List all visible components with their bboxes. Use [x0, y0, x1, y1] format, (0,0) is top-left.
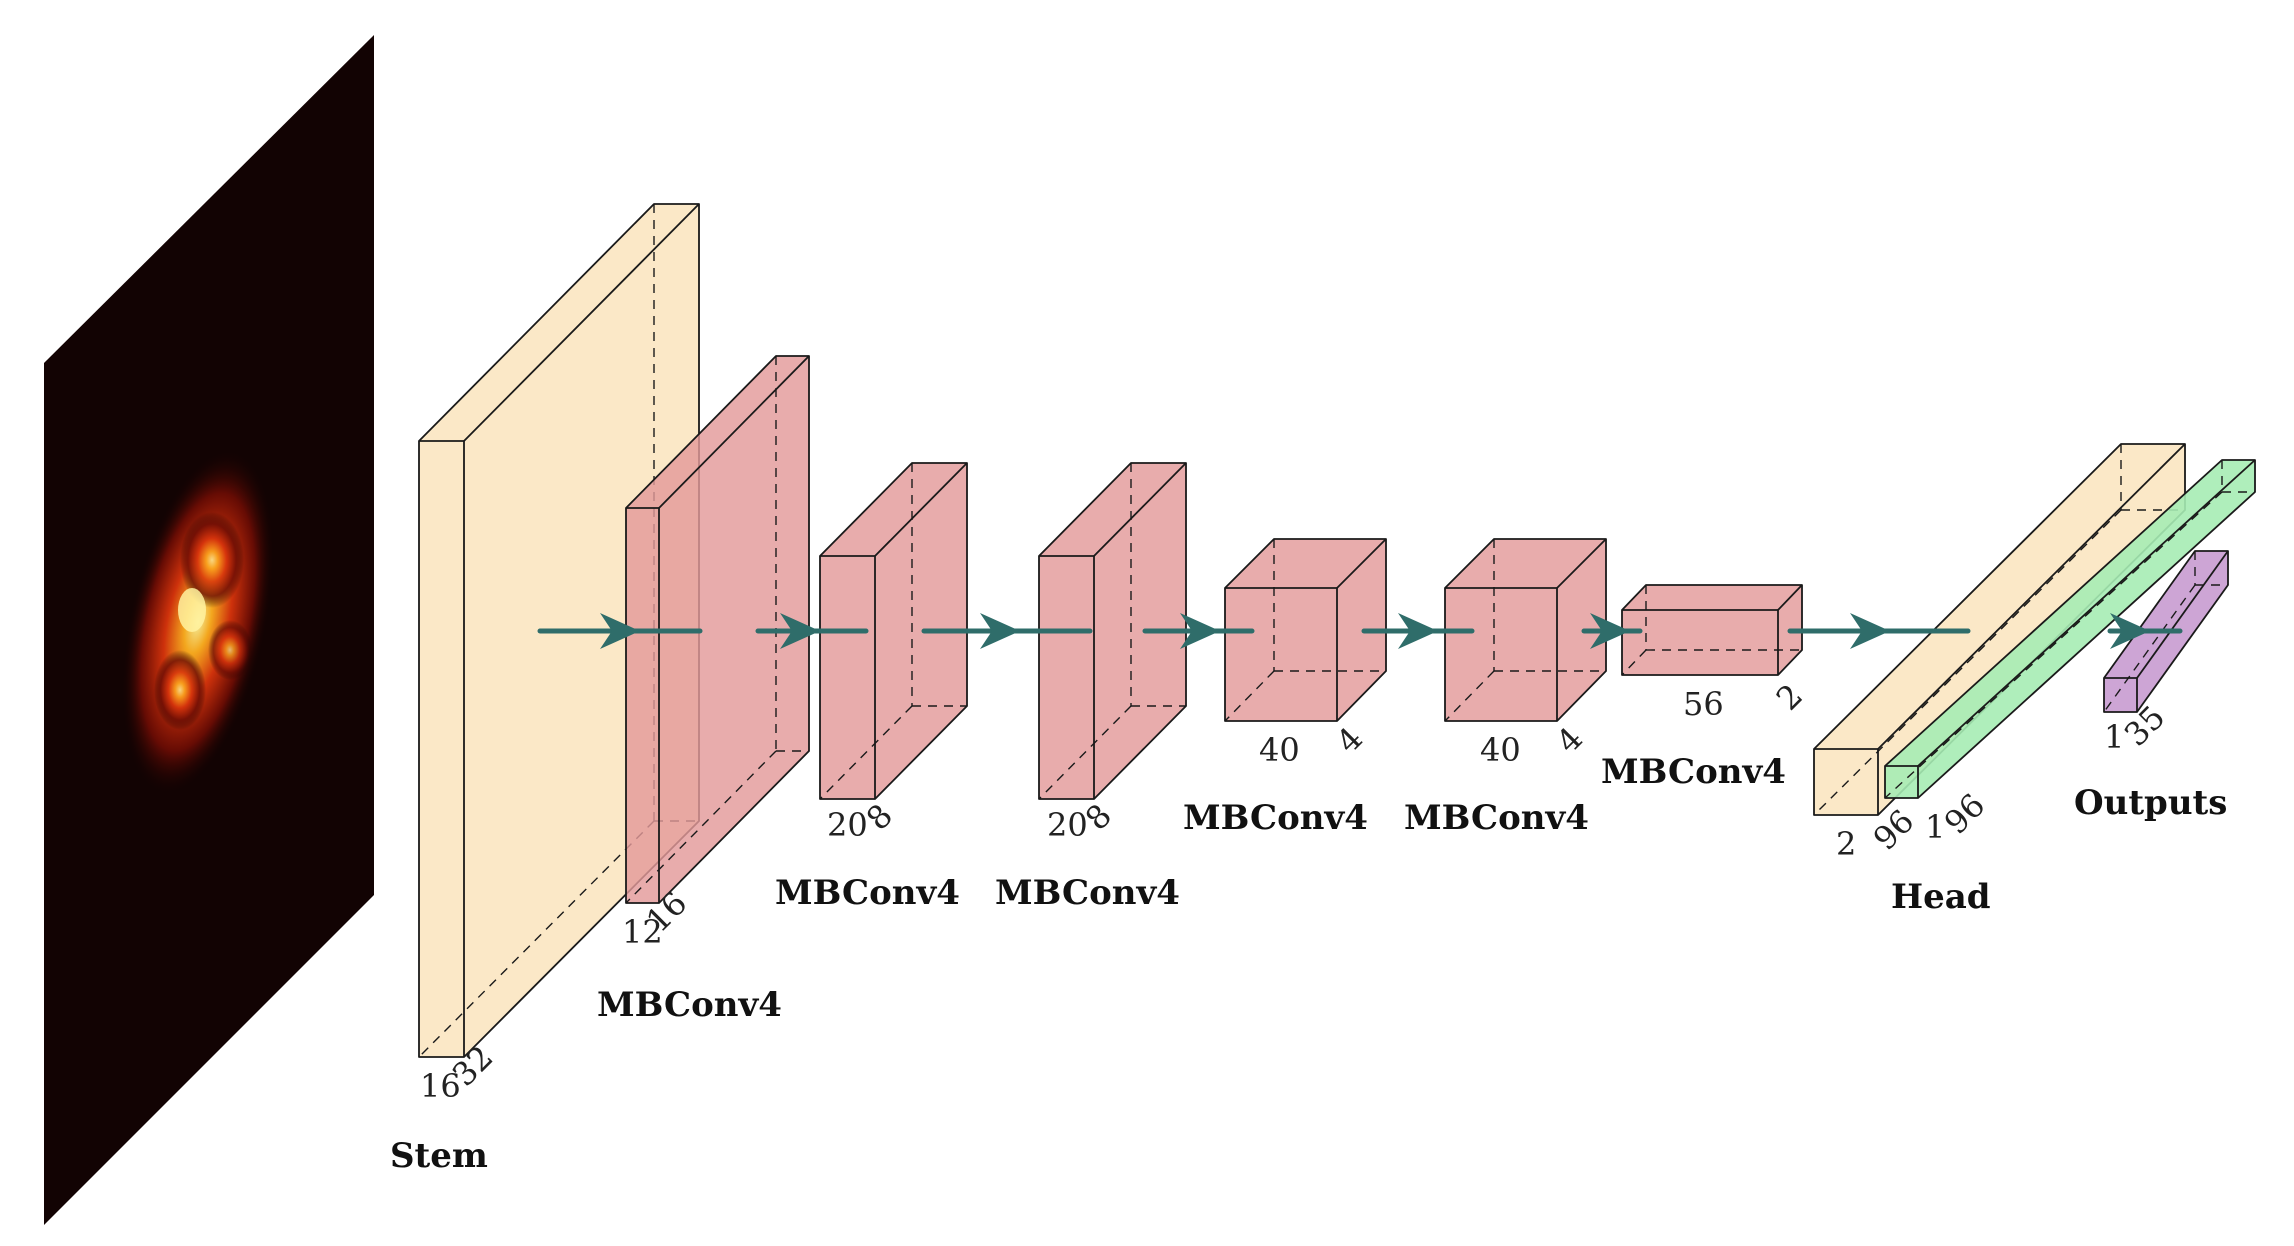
mbconv6-dim-b: 2	[1769, 676, 1810, 717]
mbconv-block-6	[1621, 584, 1803, 676]
mbconv5-label: MBConv4	[1404, 798, 1589, 838]
mbconv-block-4	[1224, 538, 1387, 722]
arrowhead-8	[2110, 613, 2150, 649]
mbconv3-label: MBConv4	[995, 873, 1180, 913]
mbconv-block-1	[625, 355, 810, 904]
arrowhead-4	[1180, 613, 1220, 649]
mbconv4-label: MBConv4	[1183, 798, 1368, 838]
mbconv4-dim-b: 4	[1329, 719, 1370, 760]
arrowhead-2	[780, 613, 820, 649]
head-fc-dim-a: 1	[1925, 808, 1945, 846]
mbconv6-label: MBConv4	[1601, 752, 1786, 792]
arrowhead-5	[1398, 613, 1438, 649]
mbconv-block-2	[819, 462, 968, 800]
mbconv6-dim-a: 56	[1683, 685, 1724, 723]
input-image	[44, 35, 374, 1225]
arrowhead-7	[1850, 613, 1890, 649]
arrowhead-6	[1590, 613, 1630, 649]
mbconv-block-3	[1038, 462, 1187, 800]
speckle-pattern	[122, 450, 274, 794]
head-fc-block	[1884, 459, 2256, 799]
outputs-block	[2103, 550, 2229, 713]
outputs-dim-a: 1	[2104, 718, 2124, 756]
mbconv5-dim-a: 40	[1480, 731, 1521, 769]
mbconv-block-5	[1444, 538, 1607, 722]
arrowhead-3	[980, 613, 1020, 649]
mbconv1-dim-a: 12	[622, 913, 663, 951]
mbconv5-dim-b: 4	[1549, 719, 1590, 760]
mbconv1-label: MBConv4	[597, 985, 782, 1025]
block-labels: Stem MBConv4 MBConv4 MBConv4 MBConv4 MBC…	[390, 752, 2227, 1176]
head-dim-a: 2	[1836, 825, 1856, 863]
mbconv2-label: MBConv4	[775, 873, 960, 913]
arrowhead-1	[600, 613, 640, 649]
mbconv3-dim-a: 20	[1047, 806, 1088, 844]
outputs-label: Outputs	[2074, 783, 2227, 823]
stem-label: Stem	[390, 1136, 488, 1176]
mbconv4-dim-a: 40	[1259, 731, 1300, 769]
head-label: Head	[1891, 877, 1991, 917]
stem-dim-a: 16	[420, 1067, 461, 1105]
connections	[537, 613, 2183, 649]
mbconv2-dim-a: 20	[827, 806, 868, 844]
